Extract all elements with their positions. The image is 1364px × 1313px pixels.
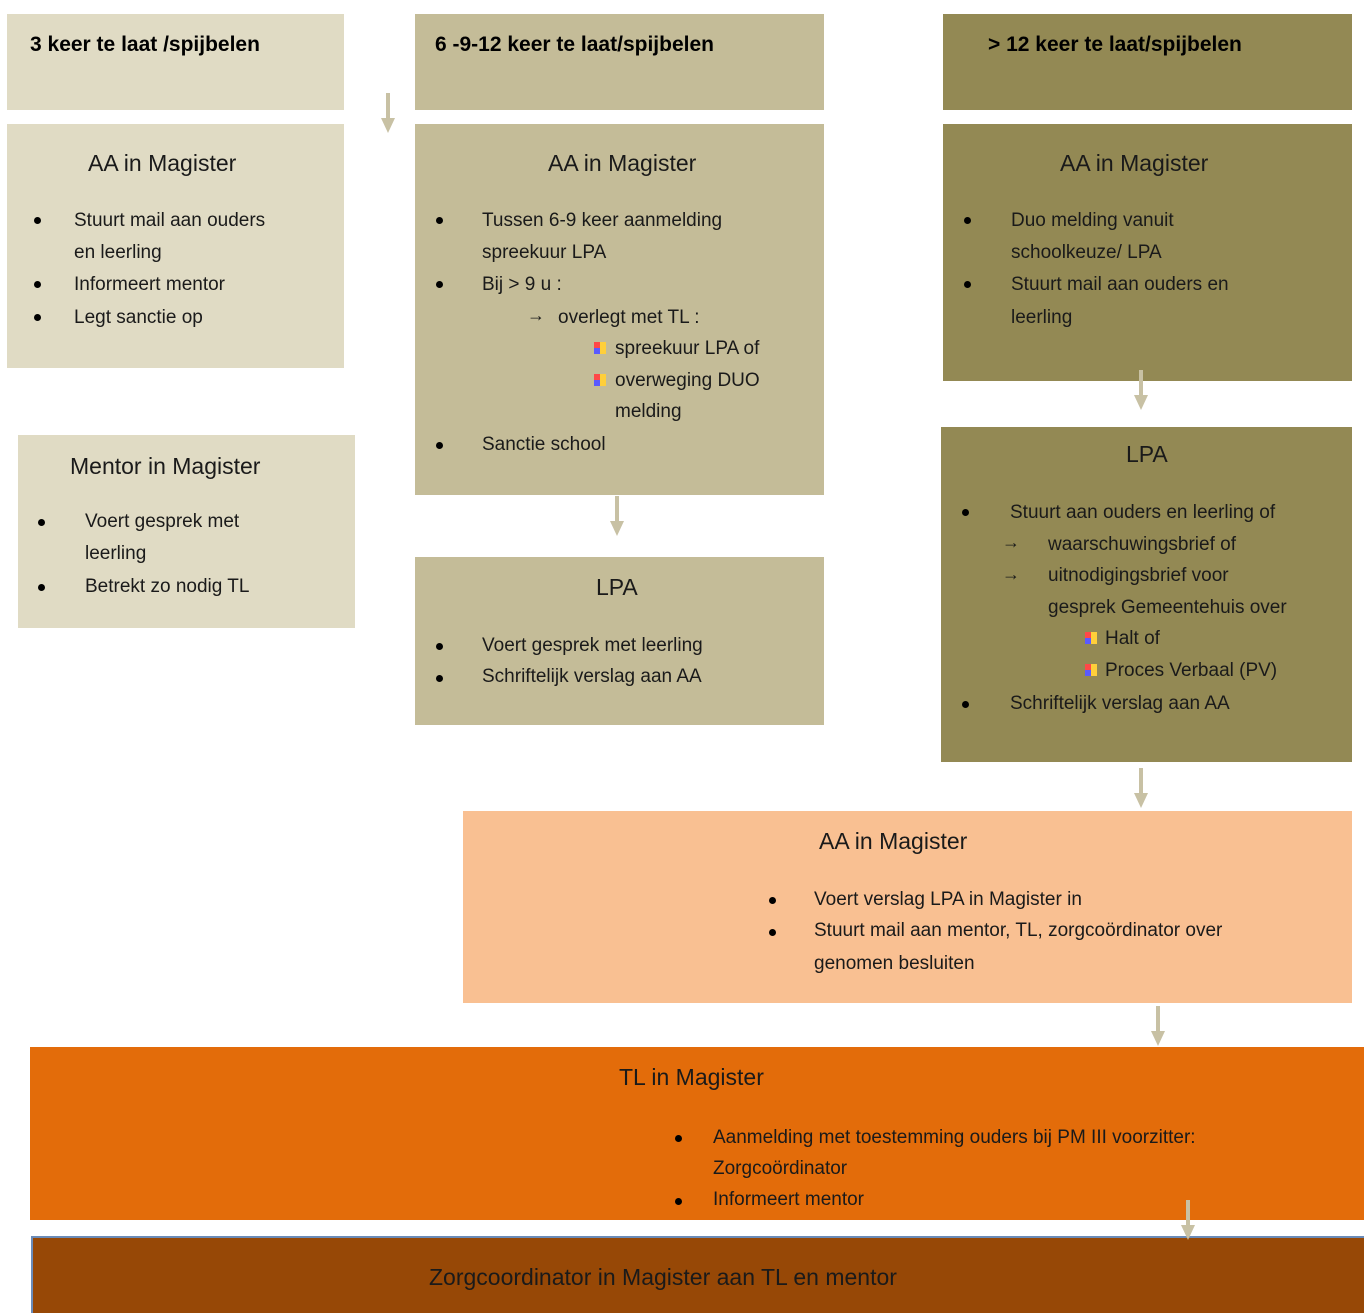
down-arrow-icon [1134,768,1148,808]
header-3x: 3 keer te laat /spijbelen [30,33,260,56]
line: Stuurt aan ouders en leerling of [1010,502,1276,523]
bullet [962,701,969,708]
zorg-box: Zorgcoordinator in Magister aan TL en me… [31,1236,1364,1313]
bullet [38,519,45,526]
arrow-right-icon: → [1002,564,1020,584]
line: Stuurt mail aan ouders [74,210,266,231]
line: spreekuur LPA [482,242,607,263]
zorg-title: Zorgcoordinator in Magister aan TL en me… [429,1264,897,1290]
line: Voert gesprek met [85,511,240,532]
line: Schriftelijk verslag aan AA [1010,693,1230,714]
line: Sanctie school [482,434,606,455]
tl-box: TL in Magister Aanmelding met toestemmin… [30,1047,1364,1220]
line: Legt sanctie op [74,307,203,328]
line: melding [615,401,682,422]
bullet [436,217,443,224]
aa-final-box: AA in Magister Voert verslag LPA in Magi… [463,811,1352,1003]
line: Zorgcoördinator [713,1158,848,1179]
line: overlegt met TL : [558,307,700,328]
line: Betrekt zo nodig TL [85,576,250,597]
down-arrow-icon [1151,1006,1165,1046]
line: Proces Verbaal (PV) [1105,660,1278,681]
lpa-box-col2: LPA Voert gesprek met leerling Schriftel… [415,557,824,725]
aa-box-col2: AA in Magister Tussen 6-9 keer aanmeldin… [415,124,824,495]
header-6-12x: 6 -9-12 keer te laat/spijbelen [435,33,714,56]
line: Bij > 9 u : [482,274,562,295]
tl-title: TL in Magister [619,1064,764,1090]
line: Voert verslag LPA in Magister in [814,889,1082,910]
bullet [34,217,41,224]
mentor-box: Mentor in Magister Voert gesprek met lee… [18,435,355,628]
line: spreekuur LPA of [615,338,760,359]
line: Voert gesprek met leerling [482,635,703,656]
line: Informeert mentor [74,274,225,295]
line: uitnodigingsbrief voor [1048,565,1229,586]
colored-square-bullet-icon [594,374,606,386]
line: Stuurt mail aan mentor, TL, zorgcoördina… [814,920,1223,941]
bullet [675,1135,682,1142]
line: genomen besluiten [814,953,975,974]
bullet [436,675,443,682]
bullet [436,643,443,650]
line: schoolkeuze/ LPA [1011,242,1162,263]
aa-box-col1: AA in Magister Stuurt mail aan ouders en… [7,124,344,368]
header-12plus: > 12 keer te laat/spijbelen [988,33,1242,56]
down-arrow-icon [1134,370,1148,410]
bullet [962,509,969,516]
bullet [38,584,45,591]
bullet [769,929,776,936]
lpa-title: LPA [596,574,638,600]
down-arrow-icon [381,93,395,133]
arrow-right-icon: → [1002,532,1020,552]
line: leerling [85,543,147,564]
line: Informeert mentor [713,1189,864,1210]
line: Halt of [1105,628,1160,649]
header-box-6-12x: 6 -9-12 keer te laat/spijbelen [415,14,824,110]
line: waarschuwingsbrief of [1048,534,1236,555]
colored-square-bullet-icon [594,342,606,354]
bullet [964,281,971,288]
line: Stuurt mail aan ouders en [1011,274,1229,295]
bullet [436,281,443,288]
bullet [34,314,41,321]
down-arrow-icon [610,496,624,536]
line: overweging DUO [615,370,760,391]
bullet [436,442,443,449]
line: gesprek Gemeentehuis over [1048,597,1287,618]
line: en leerling [74,242,162,263]
lpa-title: LPA [1126,441,1168,467]
down-arrow-icon [1181,1200,1195,1240]
line: Schriftelijk verslag aan AA [482,666,702,687]
line: Tussen 6-9 keer aanmelding [482,210,723,231]
mentor-title: Mentor in Magister [70,453,261,479]
line: leerling [1011,307,1073,328]
bullet [34,281,41,288]
header-box-3x: 3 keer te laat /spijbelen [7,14,344,110]
bullet [675,1198,682,1205]
aa-final-title: AA in Magister [819,828,968,854]
aa-title: AA in Magister [88,150,237,176]
colored-square-bullet-icon [1085,664,1097,676]
colored-square-bullet-icon [1085,632,1097,644]
arrow-right-icon: → [527,305,545,325]
header-box-12plus: > 12 keer te laat/spijbelen [943,14,1352,110]
aa-title: AA in Magister [548,150,697,176]
bullet [964,217,971,224]
lpa-box-col3: LPA Stuurt aan ouders en leerling of → w… [941,427,1352,762]
line: Aanmelding met toestemming ouders bij PM… [713,1127,1196,1148]
aa-title: AA in Magister [1060,150,1209,176]
aa-box-col3: AA in Magister Duo melding vanuit school… [943,124,1352,381]
bullet [769,897,776,904]
line: Duo melding vanuit [1011,210,1174,231]
